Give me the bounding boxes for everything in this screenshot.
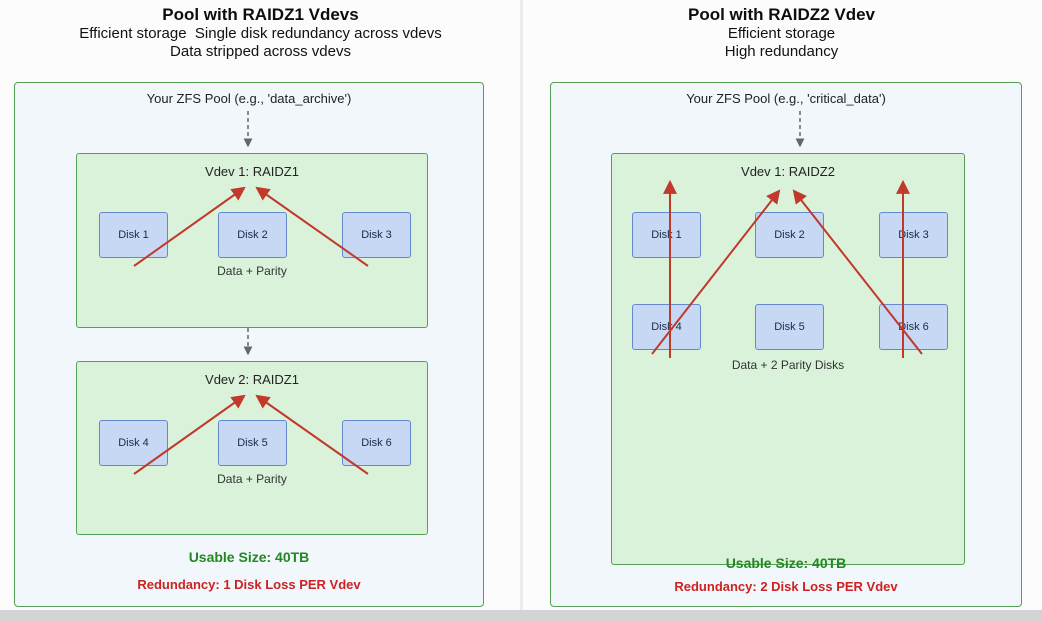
disk-1: Disk 1 <box>632 212 701 258</box>
vdev1-label-right: Vdev 1: RAIDZ2 <box>741 164 835 179</box>
pool-label-left: Your ZFS Pool (e.g., 'data_archive') <box>146 91 352 106</box>
disk-2: Disk 2 <box>218 212 287 258</box>
right-panel-subtitle-1: Efficient storage <box>727 25 836 42</box>
pool-label-right: Your ZFS Pool (e.g., 'critical_data') <box>686 91 886 106</box>
left-panel: Pool with RAIDZ1 Vdevs Efficient storage… <box>14 5 484 607</box>
zfs-pool-box-right: Your ZFS Pool (e.g., 'critical_data') Vd… <box>550 82 1022 607</box>
right-panel-subtitle-2: High redundancy <box>724 43 839 60</box>
disk-6: Disk 6 <box>342 420 411 466</box>
vdev2-box-left: Vdev 2: RAIDZ1 Disk 4 Disk 5 Disk 6 Data… <box>76 361 428 535</box>
redundancy-right: Redundancy: 2 Disk Loss PER Vdev <box>674 579 898 594</box>
vdev1-box-right: Vdev 1: RAIDZ2 Disk 1 Disk 2 Disk 3 Disk… <box>611 153 965 565</box>
right-panel: Pool with RAIDZ2 Vdev Efficient storage … <box>521 0 1042 621</box>
disk-4: Disk 4 <box>99 420 168 466</box>
panel-divider <box>520 0 523 610</box>
vdev2-label-left: Vdev 2: RAIDZ1 <box>205 372 299 387</box>
left-panel-subtitle-2: Data stripped across vdevs <box>170 43 351 60</box>
left-panel-title: Pool with RAIDZ1 Vdevs <box>162 5 359 24</box>
disk-3: Disk 3 <box>879 212 948 258</box>
redundancy-left: Redundancy: 1 Disk Loss PER Vdev <box>137 577 361 592</box>
usable-size-left: Usable Size: 40TB <box>188 549 310 565</box>
disk-3: Disk 3 <box>342 212 411 258</box>
vdev1-label-left: Vdev 1: RAIDZ1 <box>205 164 299 179</box>
disk-1: Disk 1 <box>99 212 168 258</box>
vdev1-box-left: Vdev 1: RAIDZ1 Disk 1 Disk 2 Disk 3 Data… <box>76 153 428 328</box>
vdev-note-right: Data + 2 Parity Disks <box>731 358 845 372</box>
disk-5: Disk 5 <box>218 420 287 466</box>
vdev1-note-left: Data + Parity <box>217 264 287 278</box>
left-panel-subtitle-1: Efficient storage Single disk redundancy… <box>79 25 442 42</box>
disk-6: Disk 6 <box>879 304 948 350</box>
bottom-gray-strip <box>0 610 1042 621</box>
zfs-pool-box-left: Your ZFS Pool (e.g., 'data_archive') Vde… <box>14 82 484 607</box>
right-panel-title: Pool with RAIDZ2 Vdev <box>687 5 876 24</box>
disk-4: Disk 4 <box>632 304 701 350</box>
disk-5: Disk 5 <box>755 304 824 350</box>
disk-2: Disk 2 <box>755 212 824 258</box>
usable-size-right: Usable Size: 40TB <box>725 555 847 571</box>
vdev2-note-left: Data + Parity <box>217 472 287 486</box>
